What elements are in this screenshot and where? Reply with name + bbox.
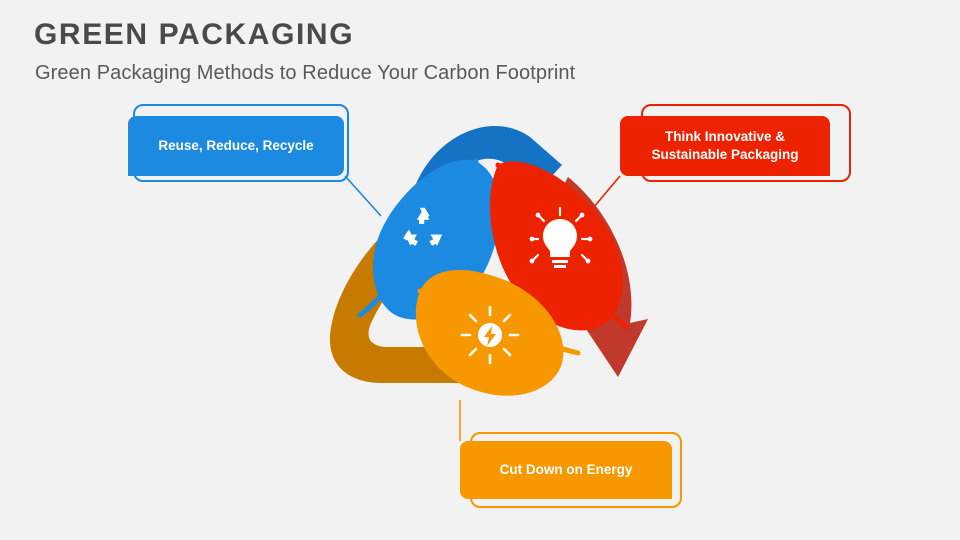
callout-reuse[interactable]: Reuse, Reduce, Recycle [128, 116, 344, 176]
callout-think[interactable]: Think Innovative & Sustainable Packaging [620, 116, 830, 176]
recycle-icon [403, 207, 443, 246]
callout-energy-label: Cut Down on Energy [499, 461, 633, 477]
recycling-triangle-diagram [300, 95, 680, 425]
orange-arrow [329, 213, 460, 383]
sun-energy-icon [460, 305, 520, 365]
page-title: GREEN PACKAGING [34, 18, 355, 51]
callout-reuse-label: Reuse, Reduce, Recycle [158, 137, 314, 153]
page-subtitle: Green Packaging Methods to Reduce Your C… [35, 62, 576, 84]
callout-think-label: Think Innovative & Sustainable Packaging [651, 128, 799, 162]
red-leaf [490, 161, 629, 331]
orange-leaf [415, 269, 581, 396]
callout-energy[interactable]: Cut Down on Energy [460, 441, 672, 499]
lightbulb-idea-icon [529, 206, 593, 268]
